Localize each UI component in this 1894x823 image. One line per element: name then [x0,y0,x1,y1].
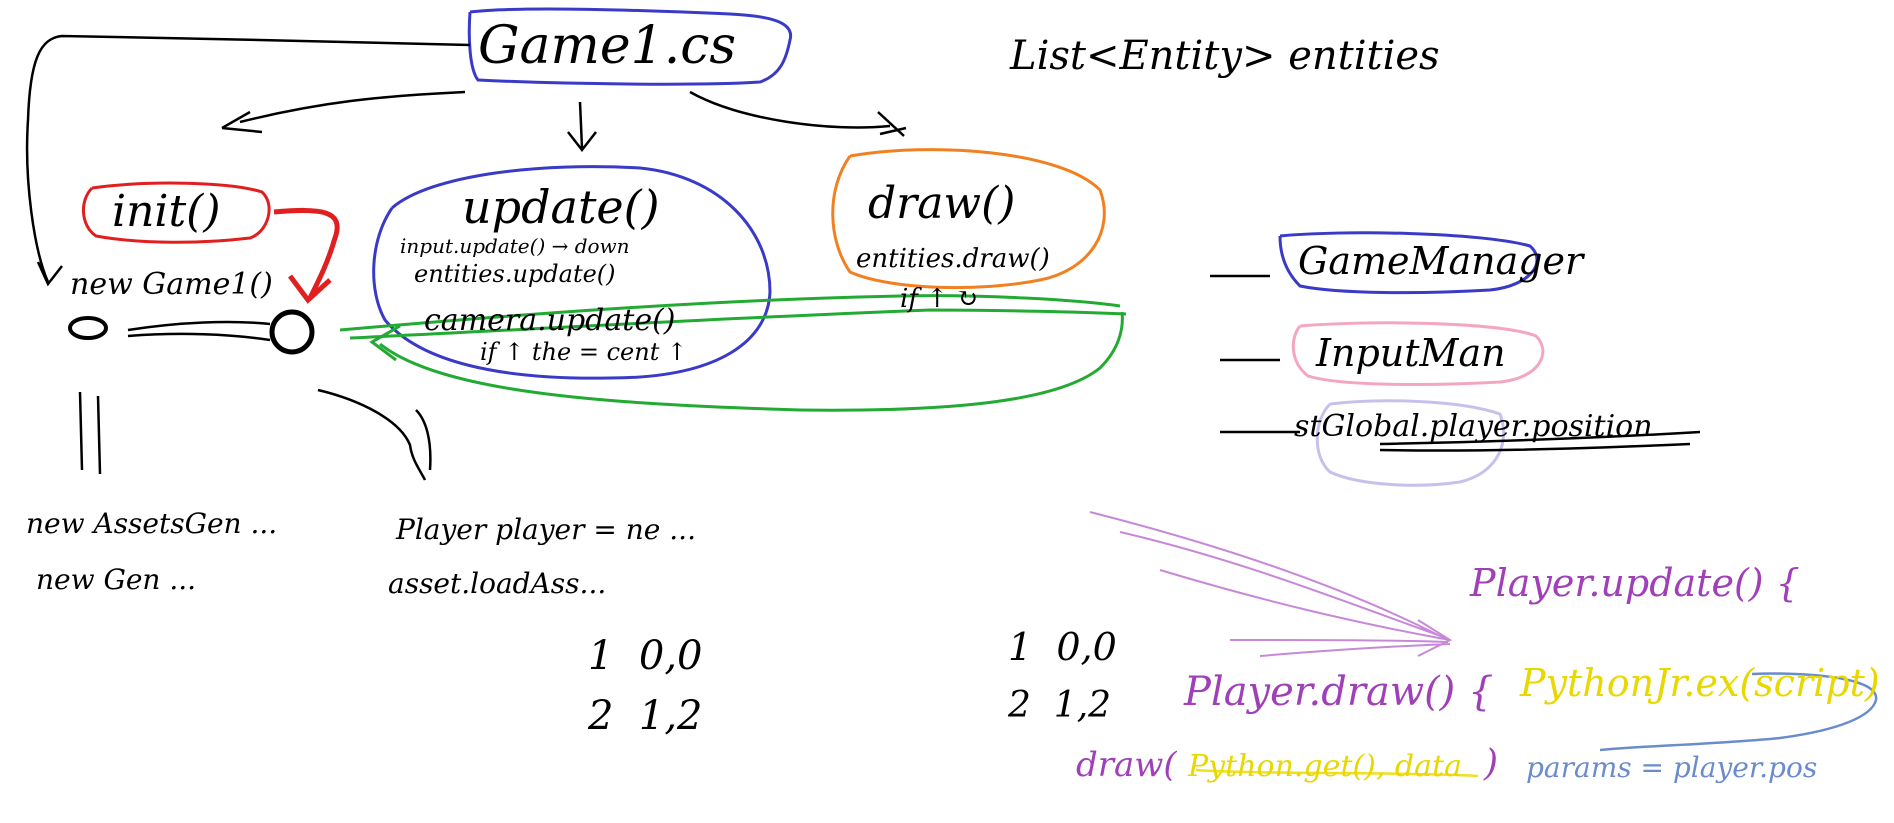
table1-row-2: 2 1,2 [588,693,703,739]
init-arrow [273,207,340,300]
arrow-to-draw [689,90,891,129]
player-draw-label: Player.draw() { [1184,669,1494,715]
init-box [82,181,271,244]
ink-blob-right [269,309,315,355]
draw-call-close: ) [1484,743,1499,784]
init-arrow-head [288,274,332,304]
python-exec-bracket [1599,672,1878,752]
ink-connector [127,320,271,342]
diagram-title: Game1.cs [478,16,737,76]
draw-call-underline [1195,768,1479,778]
update-line-input: input.update() → down [400,234,630,258]
arrow-to-draw-head [877,111,907,137]
manager-1-label: GameManager [1298,239,1584,283]
draw-box [831,148,1106,290]
init-label: init() [112,186,221,237]
table2-row-2: 2 1,2 [1008,685,1112,726]
update-line-camera: camera.update() [424,303,676,338]
update-label: update() [462,180,660,234]
arrow-to-update [567,101,597,153]
arrow-to-init-head [221,110,263,134]
manager-3-label: stGlobal.player.position [1294,409,1653,444]
draw-label: draw() [868,178,1016,229]
draw-line-entities: entities.draw() [856,244,1050,274]
assets-line-2: new Gen ... [36,563,197,596]
arrow-to-new-game-head [36,261,63,287]
loop-arrow-middle [349,308,1127,340]
params-label: params = player.pos [1526,751,1818,784]
update-box [372,165,772,380]
draw-call-open: draw( [1076,745,1177,785]
player-update-label: Player.update() { [1470,561,1800,605]
draw-call-args: Python.get(), data [1188,749,1462,784]
player-line-2: asset.loadAss... [388,567,607,600]
arrow-to-player [317,388,432,481]
pink-arrow-bundle [1089,511,1451,657]
new-game-label: new Game1() [70,267,273,302]
title-box [467,7,793,86]
update-line-condition: if ↑ the = cent ↑ [480,338,688,366]
entity-list-note: List<Entity> entities [1010,33,1440,79]
manager3-strike [1379,430,1701,452]
loop-arrow-top [339,294,1121,332]
update-line-entities: entities.update() [414,260,616,288]
table1-row-1: 1 0,0 [588,633,703,679]
arrow-to-init [239,90,466,124]
manager3-box [1315,399,1506,487]
pink-arrow-head [1417,619,1453,657]
ink-blob-left [68,316,108,340]
loop-arrow-bottom [379,311,1124,412]
python-exec-label: PythonJr.ex(script) [1520,661,1880,705]
manager2-box [1291,321,1545,386]
parallel-lines [78,391,102,475]
loop-arrow-head [369,324,401,362]
manager-2-label: InputMan [1316,331,1506,375]
manager1-box [1278,231,1539,295]
draw-line-condition: if ↑ ↻ [900,284,979,314]
assets-line-1: new AssetsGen ... [26,507,278,540]
player-line-1: Player player = ne ... [396,513,696,546]
table2-row-1: 1 0,0 [1008,625,1117,669]
arrow-to-new-game [25,34,471,283]
